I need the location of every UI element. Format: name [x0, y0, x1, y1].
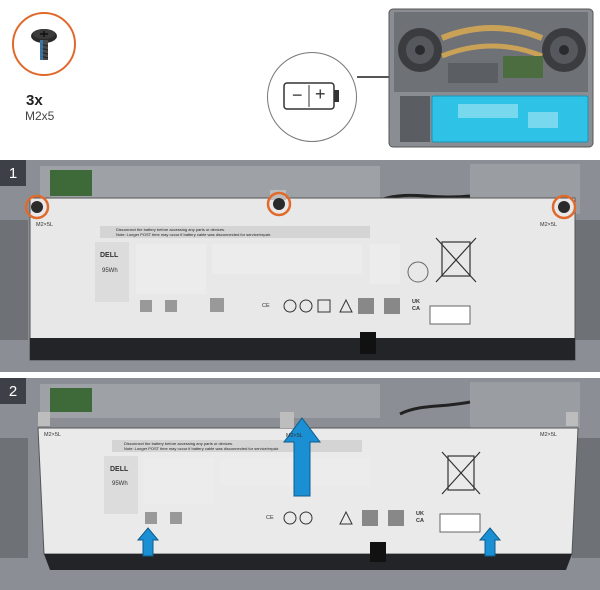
- screw-mark-left: M2×5L: [44, 432, 61, 438]
- battery-icon: [283, 82, 339, 110]
- battery-plus-sign: +: [315, 84, 326, 104]
- ukca-mark-ca: CA: [416, 518, 424, 524]
- certification-marks: [140, 298, 471, 325]
- screw-icon: [31, 29, 57, 60]
- battery-highlight: [431, 95, 589, 143]
- screw-mark-right: M2×5L: [540, 432, 557, 438]
- lift-arrow-right: [478, 527, 502, 557]
- battery-callout: − +: [267, 52, 357, 142]
- ukca-mark-ca: CA: [412, 306, 420, 312]
- screw-mark-left: M2×5L: [36, 222, 53, 228]
- step-number: 1: [0, 160, 26, 186]
- screw-location-1: [24, 194, 50, 220]
- screw-callout: [12, 12, 76, 76]
- battery-note: Note: Longer POST time may occur if batt…: [116, 232, 272, 237]
- screw-mark-center: M2×5L: [286, 433, 303, 439]
- screw-location-2: [266, 191, 292, 217]
- dell-logo: DELL: [110, 466, 129, 473]
- battery-note: Note: Longer POST time may occur if batt…: [124, 446, 280, 451]
- lift-arrow-large: [283, 417, 321, 497]
- ukca-mark-uk: UK: [416, 511, 424, 517]
- ukca-mark-uk: UK: [412, 299, 420, 305]
- step-1-panel: 1: [0, 160, 600, 372]
- screw-size: M2x5: [25, 109, 55, 123]
- laptop-overview: [388, 8, 594, 148]
- dell-logo: DELL: [100, 252, 119, 259]
- battery-warning: Disconnect the battery before accessing …: [116, 227, 226, 232]
- certification-marks: [145, 510, 481, 533]
- lift-arrow-left: [136, 527, 160, 557]
- screw-quantity: 3x: [26, 92, 43, 109]
- battery-minus-sign: −: [292, 85, 303, 105]
- screw-mark-right: M2×5L: [540, 222, 557, 228]
- screw-location-3: [551, 194, 577, 220]
- step-2-panel: 2: [0, 378, 600, 590]
- battery-capacity: 95Wh: [102, 268, 118, 274]
- ce-mark: CE: [266, 515, 274, 521]
- ce-mark: CE: [262, 303, 270, 309]
- battery-warning: Disconnect the battery before accessing …: [124, 441, 234, 446]
- step-number: 2: [0, 378, 26, 404]
- battery-capacity: 95Wh: [112, 481, 128, 487]
